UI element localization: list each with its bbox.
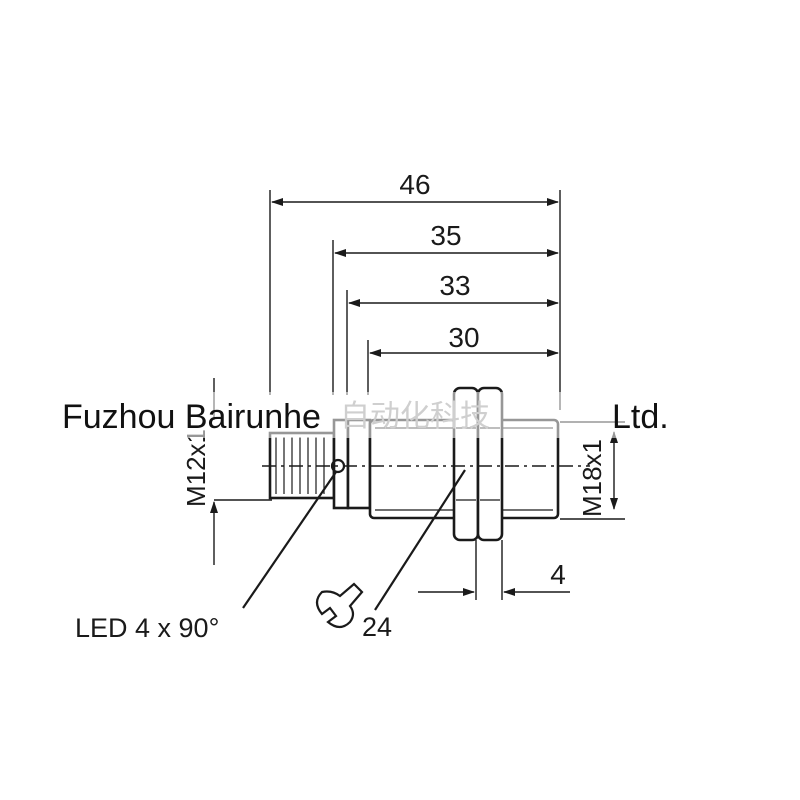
- dimension-35-label: 35: [430, 220, 461, 251]
- extension-lines: [269, 190, 561, 600]
- dimension-33-label: 33: [439, 270, 470, 301]
- dimension-46: 46: [271, 169, 559, 206]
- dimension-33: 33: [348, 270, 559, 307]
- watermark-company-left: Fuzhou Bairunhe: [62, 398, 321, 436]
- wrench-size-label: 24: [362, 612, 392, 642]
- thread-m12-dimension: M12x1: [181, 378, 272, 565]
- thread-m18-label: M18x1: [577, 439, 607, 517]
- dimension-35: 35: [334, 220, 559, 257]
- thread-m18-dimension: M18x1: [560, 421, 625, 520]
- dimension-30-label: 30: [448, 322, 479, 353]
- watermark: Fuzhou Bairunhe 自动化科技 Ltd.: [60, 392, 690, 438]
- dimension-4-label: 4: [550, 559, 566, 590]
- led-label: LED 4 x 90°: [75, 613, 219, 643]
- thread-m12-label: M12x1: [181, 429, 211, 507]
- watermark-company-cjk: 自动化科技: [340, 399, 490, 434]
- wrench-leader-line: [374, 469, 466, 611]
- dimension-4: 4: [418, 559, 570, 596]
- dimension-46-label: 46: [399, 169, 430, 200]
- watermark-company-right: Ltd.: [612, 398, 669, 436]
- led-leader-line: [242, 471, 337, 609]
- wrench-icon: [315, 582, 364, 629]
- dimension-30: 30: [369, 322, 559, 357]
